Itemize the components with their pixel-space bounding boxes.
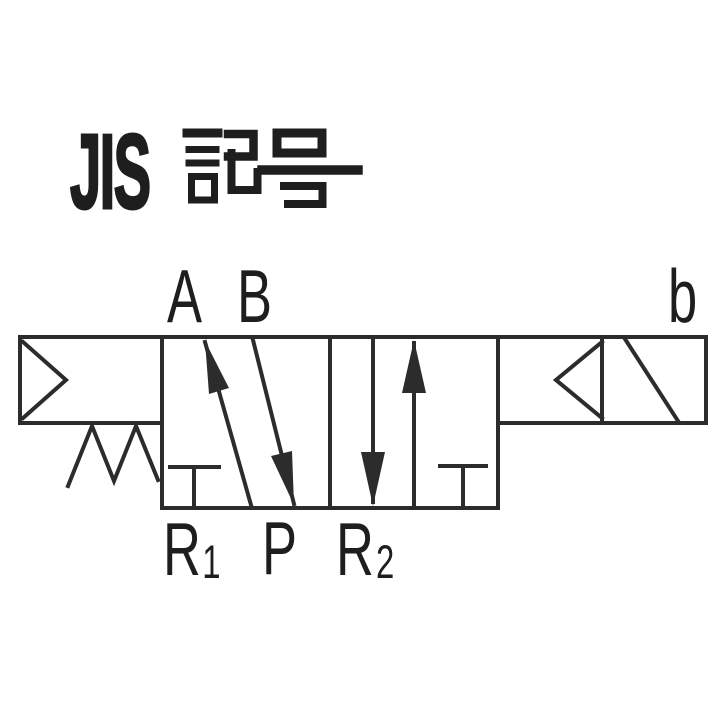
figure-title: JIS [69, 111, 363, 232]
port-label-r2-base: R [336, 507, 374, 592]
port-label-p: P [262, 506, 297, 591]
port-label-b: B [237, 254, 272, 339]
kanji-ki-stroke [227, 149, 262, 194]
diagonal-operator-icon [622, 336, 681, 424]
arrowhead-down-right-icon [271, 451, 294, 505]
port-label-r1: R1 [163, 507, 221, 592]
arrowhead-down-icon [361, 452, 385, 506]
port-label-r1-base: R [163, 507, 201, 592]
tee-closed-port-icon-r2 [438, 464, 488, 508]
title-kanji-kigou-icon [182, 128, 363, 208]
spring-return-icon [65, 420, 161, 489]
title-latin: JIS [70, 112, 150, 231]
tee-closed-port-icon-r1 [168, 465, 221, 508]
port-label-r2: R2 [336, 507, 394, 592]
port-label-r1-subscript: 1 [202, 535, 220, 588]
pneumatic-pilot-triangle-icon [552, 339, 605, 421]
right-pilot-box-outline [496, 335, 708, 425]
flow-arrowheads [205, 340, 426, 506]
port-label-r2-subscript: 2 [376, 535, 394, 588]
port-label-a: A [167, 254, 203, 339]
arrowhead-up-left-icon [205, 341, 229, 394]
left-pilot-box [18, 335, 164, 425]
port-labels: A B b R1 P R2 [163, 254, 697, 592]
kanji-ki-stroke [188, 173, 218, 204]
arrowhead-up-icon [402, 340, 426, 393]
kanji-gou-stroke [272, 128, 327, 158]
pilot-position-label-b: b [668, 254, 697, 339]
right-pilot-box [496, 335, 708, 425]
valve-schematic [18, 335, 708, 510]
kanji-gou-stroke [280, 182, 327, 208]
kanji-ki-stroke [223, 129, 258, 161]
pneumatic-pilot-triangle-icon [20, 339, 70, 421]
left-pilot-box-outline [18, 335, 164, 425]
